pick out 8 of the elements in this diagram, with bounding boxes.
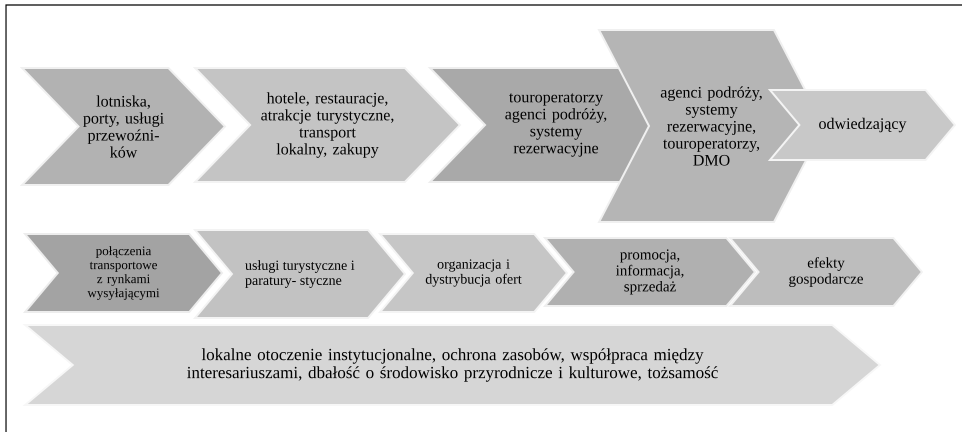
chevron-box: lotniska, porty, usługi przewoźni- ków <box>20 67 226 186</box>
chevron-box: organizacja i dystrybucja ofert <box>378 233 568 313</box>
chevron-box: usługi turystyczne i paratury- styczne <box>192 229 406 319</box>
chevron-box: hotele, restauracje, atrakcje turystyczne, transport lokalny, zakupy <box>192 67 462 183</box>
chevron-box: efekty gospodarcze <box>728 237 924 307</box>
chevron-box: połączenia transportowe z rynkami wysyłającymi <box>22 233 224 313</box>
chevron-box: odwiedzający <box>768 89 956 161</box>
chevron-box: lokalne otoczenie instytucjonalne, ochrona zasobów, współpraca między interesariuszami, dbałość o środowisko przyrodnicze i kulturowe, tożsamość <box>22 324 882 406</box>
